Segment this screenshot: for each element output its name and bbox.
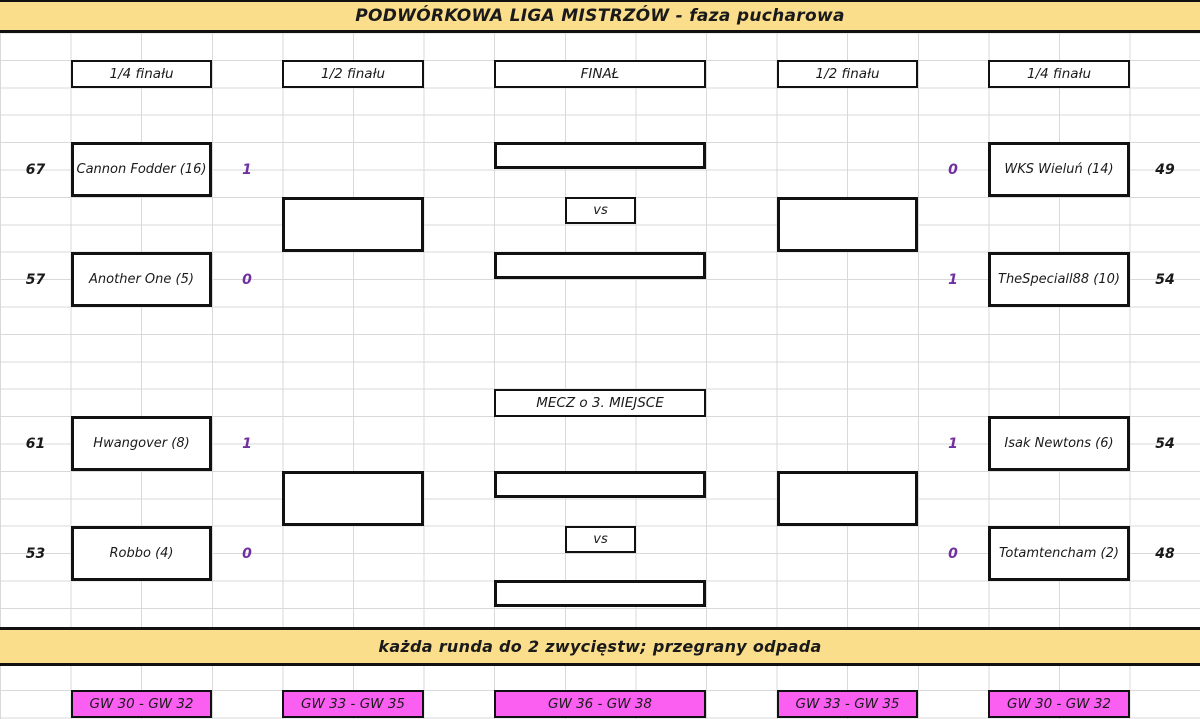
rules-text: każda runda do 2 zwycięstw; przegrany od…: [378, 637, 822, 656]
gameweek-box-right-semifinal: GW 33 - GW 35: [777, 690, 918, 718]
gameweek-box-right-quarterfinal: GW 30 - GW 32: [988, 690, 1130, 718]
team-box-robbo: Robbo (4): [71, 526, 212, 581]
points-cell: 53: [25, 545, 46, 562]
third-place-vs-box: vs: [565, 526, 636, 553]
third-place-header: MECZ o 3. MIEJSCE: [494, 389, 706, 417]
round-header-right-semifinal: 1/2 finału: [777, 60, 918, 88]
points-cell: 57: [25, 271, 46, 288]
title-banner: PODWÓRKOWA LIGA MISTRZÓW - faza pucharow…: [0, 0, 1200, 33]
wins-cell: 1: [242, 161, 252, 178]
round-header-left-semifinal: 1/2 finału: [282, 60, 424, 88]
points-cell: 54: [1155, 435, 1175, 452]
rules-banner: każda runda do 2 zwycięstw; przegrany od…: [0, 627, 1200, 666]
final-slot-bottom: [494, 252, 706, 279]
semifinal-slot-left-bottom: [282, 471, 424, 526]
team-box-cannon-fodder: Cannon Fodder (16): [71, 142, 212, 197]
team-box-totamtencham: Totamtencham (2): [988, 526, 1130, 581]
points-cell: 67: [25, 161, 46, 178]
points-cell: 54: [1155, 271, 1175, 288]
round-header-right-quarterfinal: 1/4 finału: [988, 60, 1130, 88]
gameweek-box-final: GW 36 - GW 38: [494, 690, 706, 718]
wins-cell: 0: [948, 161, 958, 178]
team-box-hwangover: Hwangover (8): [71, 416, 212, 471]
semifinal-slot-right-bottom: [777, 471, 918, 526]
final-slot-top: [494, 142, 706, 169]
team-box-another-one: Another One (5): [71, 252, 212, 307]
team-box-isak-newtons: Isak Newtons (6): [988, 416, 1130, 471]
points-cell: 61: [25, 435, 46, 452]
third-place-slot-bottom: [494, 580, 706, 607]
round-header-final: FINAŁ: [494, 60, 706, 88]
wins-cell: 1: [242, 435, 252, 452]
semifinal-slot-right-top: [777, 197, 918, 252]
round-header-left-quarterfinal: 1/4 finału: [71, 60, 212, 88]
wins-cell: 1: [948, 271, 958, 288]
wins-cell: 1: [948, 435, 958, 452]
wins-cell: 0: [242, 271, 252, 288]
third-place-slot-top: [494, 471, 706, 498]
gameweek-box-left-semifinal: GW 33 - GW 35: [282, 690, 424, 718]
wins-cell: 0: [948, 545, 958, 562]
page-title: PODWÓRKOWA LIGA MISTRZÓW - faza pucharow…: [355, 6, 845, 26]
gameweek-box-left-quarterfinal: GW 30 - GW 32: [71, 690, 212, 718]
team-box-wks-wielun: WKS Wieluń (14): [988, 142, 1130, 197]
final-vs-box: vs: [565, 197, 636, 224]
wins-cell: 0: [242, 545, 252, 562]
semifinal-slot-left-top: [282, 197, 424, 252]
points-cell: 48: [1155, 545, 1175, 562]
points-cell: 49: [1155, 161, 1175, 178]
team-box-thespeciall88: TheSpeciall88 (10): [988, 252, 1130, 307]
